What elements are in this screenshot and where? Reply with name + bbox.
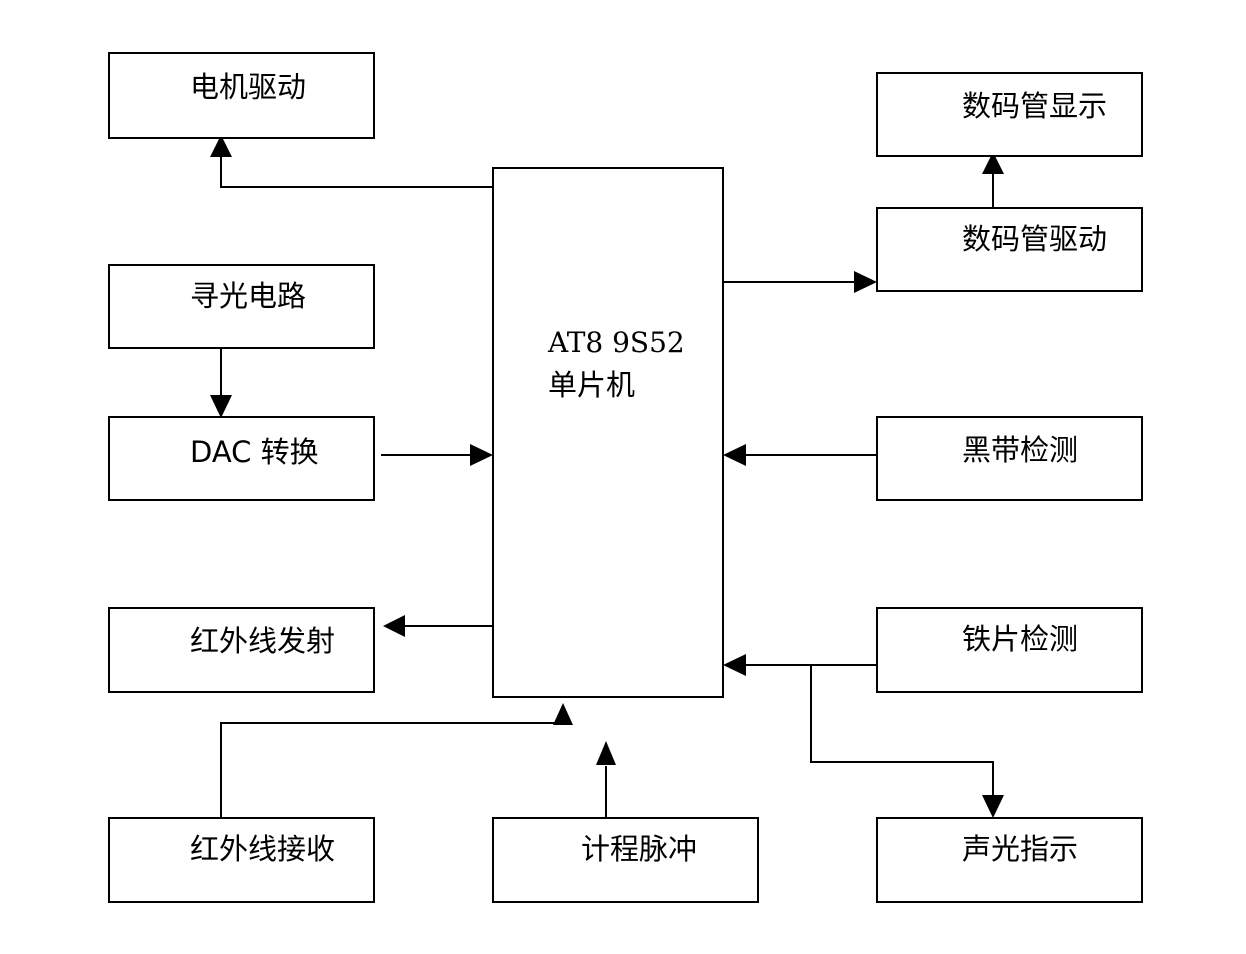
block-seg-display: 数码管显示 xyxy=(876,72,1143,157)
arrowhead-down xyxy=(982,795,1004,818)
block-indicator: 声光指示 xyxy=(876,817,1143,903)
arrowhead-up xyxy=(210,135,232,157)
arrowhead-left xyxy=(723,654,746,676)
block-dac: DAC 转换 xyxy=(108,416,375,501)
wire-mcu-to-motor-drive xyxy=(220,155,493,188)
block-label: 红外线接收 xyxy=(190,832,336,866)
block-motor-drive: 电机驱动 xyxy=(108,52,375,139)
block-pulse: 计程脉冲 xyxy=(492,817,759,903)
block-light-seek: 寻光电路 xyxy=(108,264,375,349)
block-label: 电机驱动 xyxy=(190,70,307,104)
block-label: 铁片检测 xyxy=(962,622,1079,656)
arrowhead-down xyxy=(210,395,232,418)
block-label: DAC 转换 xyxy=(190,435,319,469)
arrowhead-right xyxy=(854,271,877,293)
arrowhead-right xyxy=(470,444,493,466)
block-label: 计程脉冲 xyxy=(581,832,698,866)
wire-iron-detect-to-indicator xyxy=(810,665,994,796)
block-label: 红外线发射 xyxy=(190,624,336,658)
arrowhead-left xyxy=(383,615,405,637)
arrowhead-left xyxy=(723,444,746,466)
block-label: 声光指示 xyxy=(962,832,1079,866)
block-ir-rx: 红外线接收 xyxy=(108,817,375,903)
block-iron-detect: 铁片检测 xyxy=(876,607,1143,693)
block-label: 寻光电路 xyxy=(190,279,307,313)
block-label: 数码管显示 xyxy=(962,89,1108,123)
block-label: 黑带检测 xyxy=(962,433,1079,467)
block-ir-tx: 红外线发射 xyxy=(108,607,375,693)
block-label: 数码管驱动 xyxy=(962,222,1108,256)
block-seg-drive: 数码管驱动 xyxy=(876,207,1143,292)
arrowhead-up xyxy=(596,741,616,765)
arrowhead-up xyxy=(982,152,1004,174)
block-black-detect: 黑带检测 xyxy=(876,416,1143,501)
wire-ir-rx-to-mcu xyxy=(220,722,555,818)
arrowhead-up xyxy=(553,703,573,725)
mcu-model-label: AT8 9S52 xyxy=(548,326,685,359)
mcu-type-label: 单片机 xyxy=(548,368,636,402)
block-mcu: AT8 9S52 单片机 xyxy=(492,167,724,698)
